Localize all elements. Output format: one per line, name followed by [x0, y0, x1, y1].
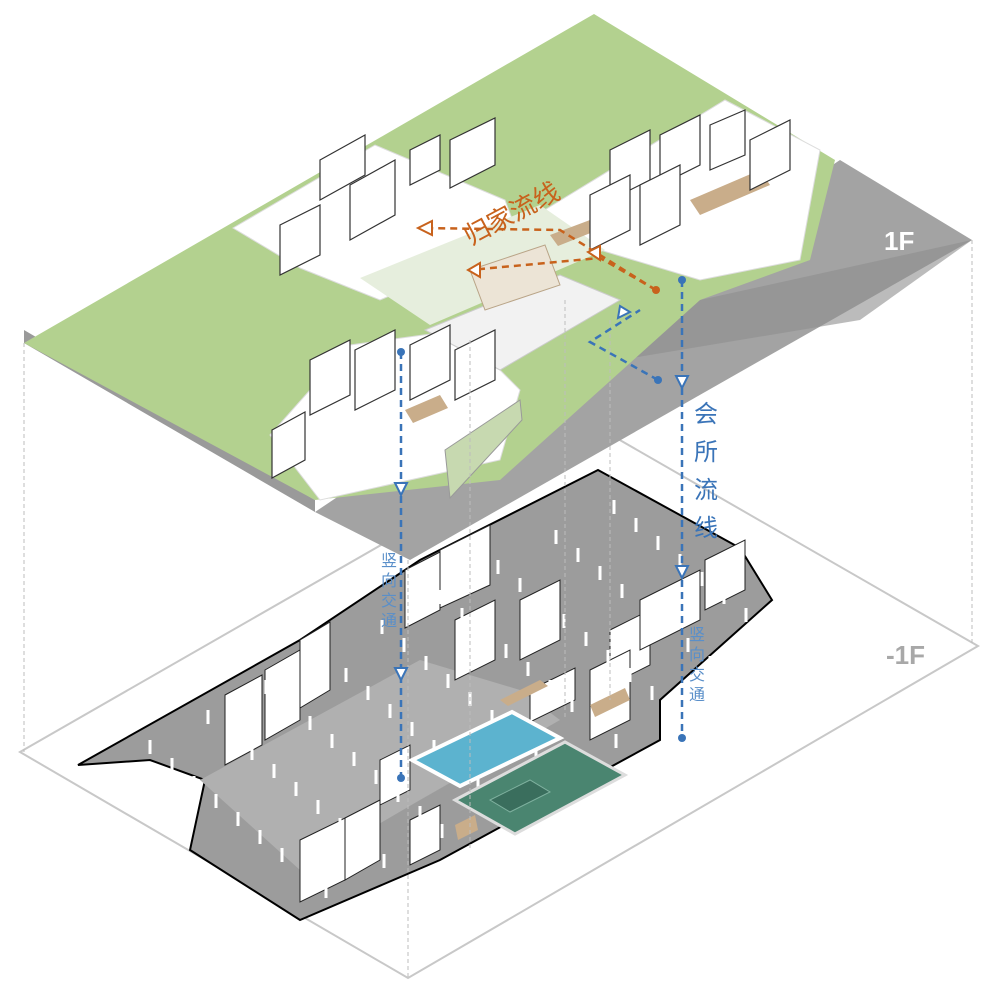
vertical-node-right-top — [678, 276, 686, 284]
home-flow-arrow-3 — [466, 261, 481, 279]
sloped-bank — [444, 399, 523, 500]
club-flow-label-char-2: 流 — [694, 476, 718, 504]
home-flow-arrow-1 — [415, 219, 433, 237]
vertical-right-char-1: 向 — [689, 645, 705, 664]
projection-guides — [23, 240, 973, 978]
vertical-right-char-2: 交 — [689, 665, 705, 684]
floor-label-1f: 1F — [884, 226, 914, 256]
club-flow-label-char-1: 所 — [694, 438, 718, 466]
vertical-node-right-bottom — [678, 734, 686, 742]
home-flow-arrow-2 — [586, 244, 601, 262]
vertical-left-char-2: 交 — [381, 591, 397, 610]
vertical-node-left-top — [397, 348, 405, 356]
club-flow-arrow-1 — [616, 304, 633, 320]
wood-deck-center — [550, 220, 598, 246]
central-courtyard — [360, 205, 605, 325]
home-flow-origin — [652, 286, 660, 294]
vertical-node-left-bottom — [397, 774, 405, 782]
vertical-left-char-3: 通 — [381, 611, 397, 630]
vertical-arrow-left-1 — [393, 482, 409, 498]
vertical-right-char-0: 竖 — [689, 625, 705, 644]
spa-island — [488, 779, 552, 813]
swimming-pool — [407, 709, 565, 789]
club-flow-line — [399, 280, 684, 778]
vertical-left-char-1: 向 — [381, 571, 397, 590]
club-flow-label-char-0: 会 — [694, 400, 718, 428]
ground-walls — [271, 109, 791, 480]
basement-level — [18, 422, 980, 980]
basement-walls — [224, 524, 746, 903]
wood-deck-basement-2 — [455, 815, 478, 840]
vertical-arrow-left-2 — [393, 667, 409, 683]
club-flow-label-char-3: 线 — [694, 514, 718, 542]
vertical-arrow-right-1 — [674, 375, 690, 391]
floor-label-b1: -1F — [886, 640, 925, 670]
ground-slab-dark-band — [620, 240, 972, 360]
wood-deck-south — [405, 395, 448, 423]
vertical-left-char-0: 竖 — [381, 551, 397, 570]
vertical-arrow-right-2 — [674, 565, 690, 581]
wood-deck-basement — [500, 680, 548, 706]
ground-level — [24, 14, 972, 560]
vertical-right-char-3: 通 — [689, 685, 705, 704]
club-flow-origin — [654, 376, 662, 384]
courtyard-pavilion — [469, 244, 561, 311]
wood-deck-basement-3 — [590, 688, 630, 717]
